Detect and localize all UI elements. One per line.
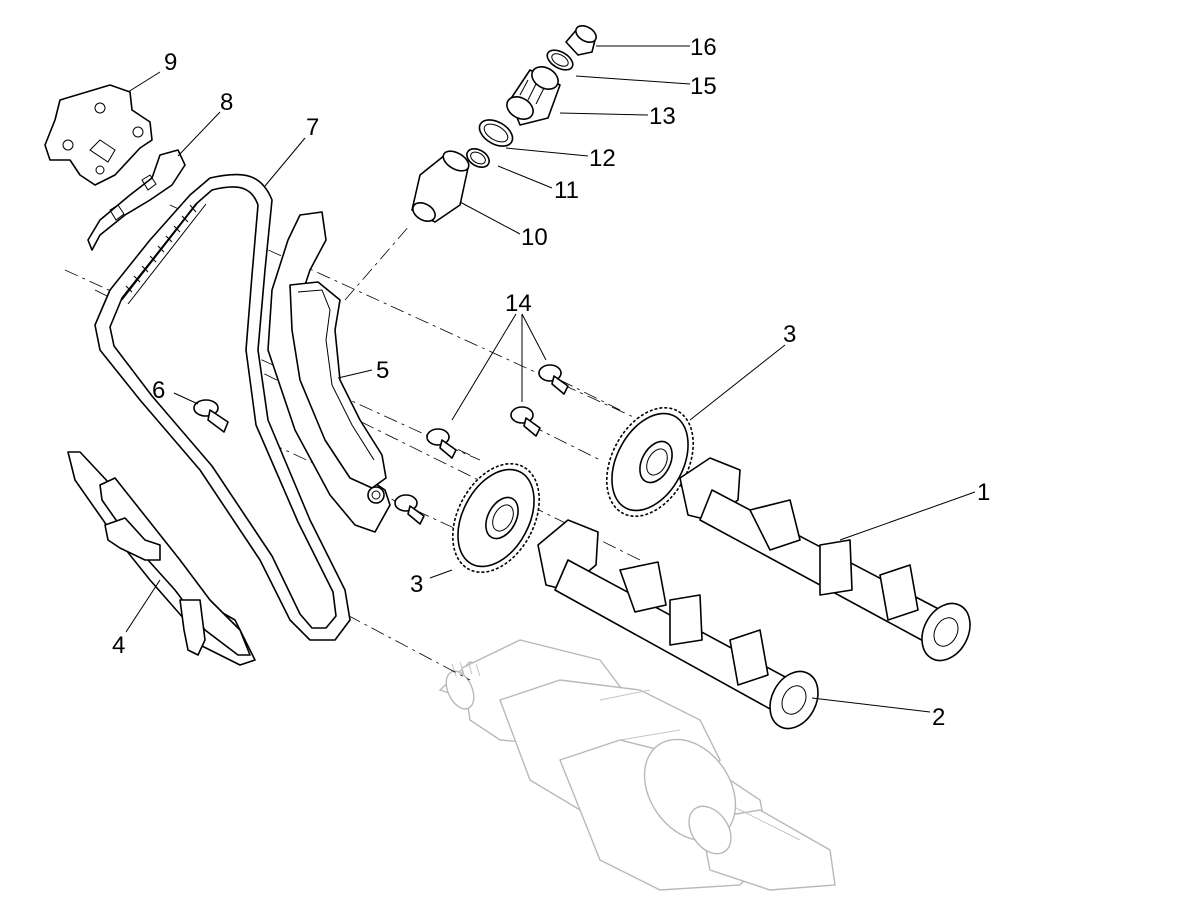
callout-16: 16 xyxy=(690,34,717,61)
timing-chain xyxy=(94,173,351,641)
camshaft-sprocket-upper xyxy=(605,406,695,518)
bolt-14-c xyxy=(538,364,569,395)
camshaft-sprocket-lower xyxy=(451,462,541,574)
callout-6: 6 xyxy=(152,377,165,404)
bolt-14-b xyxy=(510,406,541,437)
crankshaft xyxy=(438,639,836,891)
sealing-ring-large xyxy=(478,119,514,147)
bolts xyxy=(193,364,569,525)
chain-guide-fixed xyxy=(267,211,391,533)
callout-labels: 16 15 13 12 11 10 9 8 7 14 3 5 6 1 3 4 2 xyxy=(112,34,990,731)
sealing-ring-small xyxy=(466,148,490,168)
callout-1: 1 xyxy=(977,479,990,506)
callout-4: 4 xyxy=(112,632,125,659)
callout-11: 11 xyxy=(554,177,579,204)
leader-lines xyxy=(125,45,976,713)
callout-7: 7 xyxy=(306,114,319,141)
bolt-lower xyxy=(394,494,425,525)
washer-15 xyxy=(546,49,574,71)
bolt-6 xyxy=(193,399,229,433)
tensioner-cap xyxy=(506,66,561,126)
callout-2: 2 xyxy=(932,704,945,731)
tensioner-plug-16 xyxy=(565,25,597,56)
chain-guide-upper xyxy=(87,149,186,251)
tensioner-body xyxy=(411,150,470,223)
callout-15: 15 xyxy=(690,73,717,100)
callout-13: 13 xyxy=(649,103,676,130)
callout-10: 10 xyxy=(521,224,548,251)
callout-8: 8 xyxy=(220,89,233,116)
callout-5: 5 xyxy=(376,357,389,384)
camshaft-upper xyxy=(679,457,971,662)
bolt-14-a xyxy=(426,428,457,459)
callout-14: 14 xyxy=(505,290,532,317)
callout-3-lower: 3 xyxy=(410,571,423,598)
chain-tensioner-slider xyxy=(67,451,256,666)
cover-plate xyxy=(44,84,153,186)
callout-9: 9 xyxy=(164,49,177,76)
callout-12: 12 xyxy=(589,145,616,172)
callout-3-upper: 3 xyxy=(783,321,796,348)
camshaft-lower xyxy=(537,519,819,730)
